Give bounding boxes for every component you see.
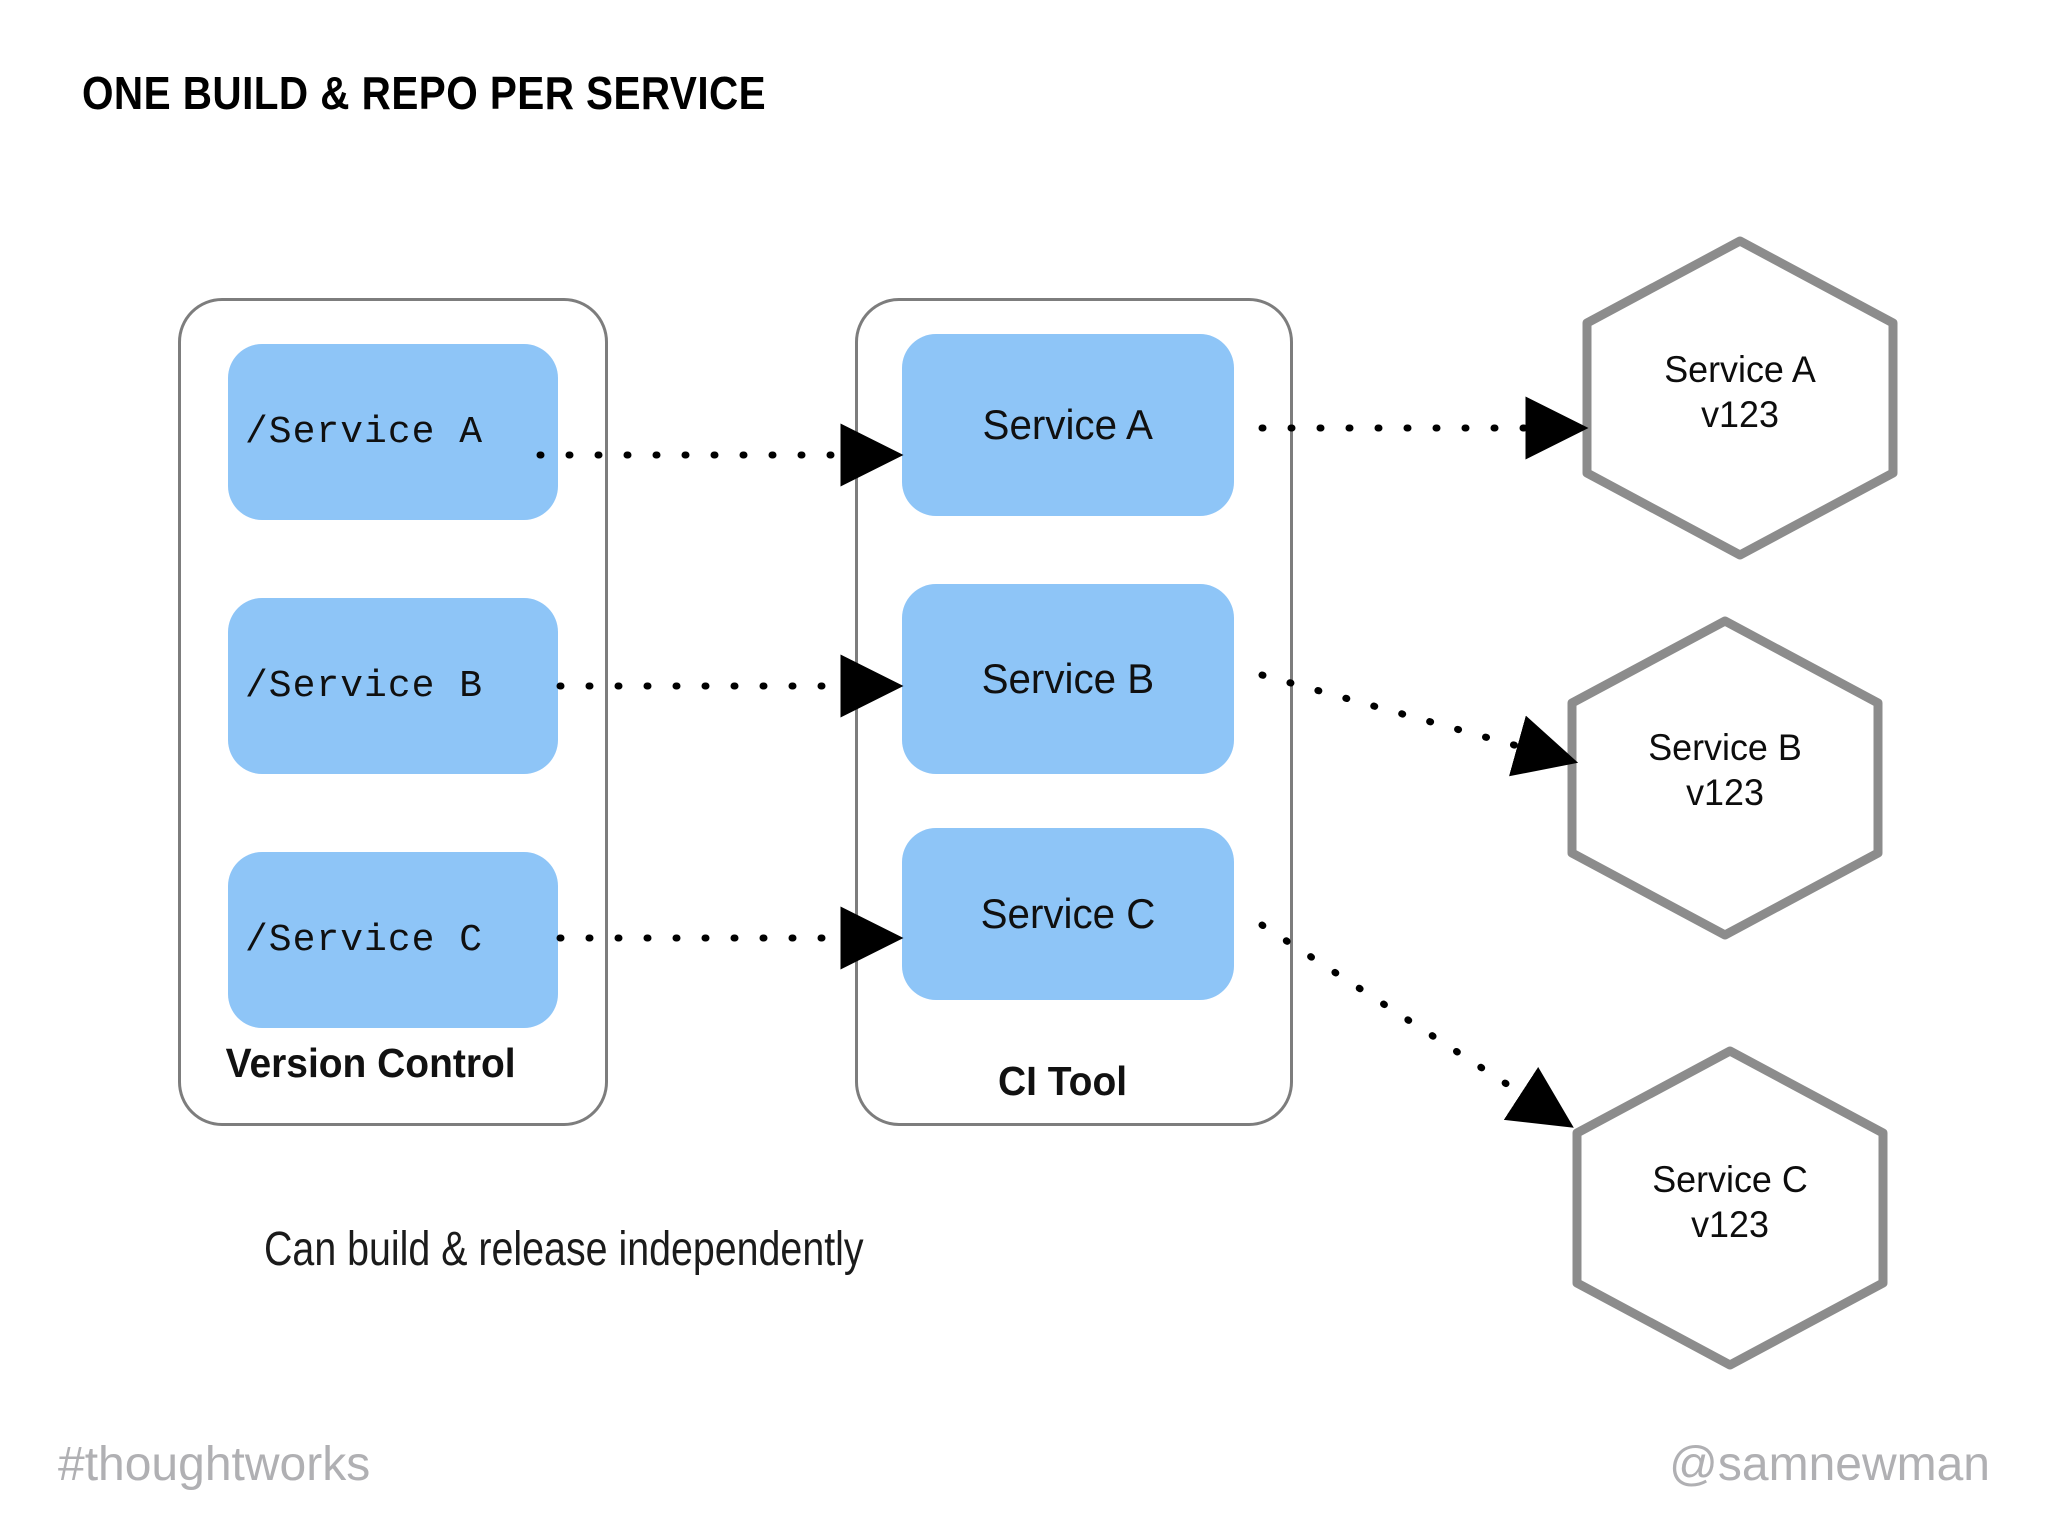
artifact-name-service-b: Service B [1648,727,1802,768]
repo-label-service-b: /Service B [245,664,484,708]
version-control-label: Version Control [225,1040,516,1086]
arrow-build-b-to-artifact-b [1258,671,1579,777]
artifact-name-service-a: Service A [1664,349,1816,390]
caption-text: Can build & release independently [264,1223,864,1276]
artifact-version-service-a: v123 [1701,394,1779,436]
hexagon-shape-icon [1572,1046,1888,1370]
ci-build-box-service-c[interactable]: Service C [902,828,1234,1000]
hexagon-shape-icon [1567,616,1883,940]
artifact-version-service-b: v123 [1686,772,1764,814]
ci-build-label-service-c: Service C [980,890,1156,937]
arrow-build-c-to-artifact-c [1258,921,1574,1128]
repo-box-service-c[interactable]: /Service C [228,852,558,1028]
artifact-hexagon-service-c[interactable]: Service C v123 [1565,1043,1895,1373]
ci-build-box-service-b[interactable]: Service B [902,584,1234,774]
page-title: ONE BUILD & REPO PER SERVICE [82,67,767,119]
ci-tool-label: CI Tool [998,1058,1128,1104]
repo-label-service-c: /Service C [245,918,484,962]
footer-hashtag: #thoughtworks [58,1438,371,1491]
artifact-label-service-b: Service B v123 [1565,725,1885,815]
ci-build-label-service-a: Service A [982,401,1154,448]
artifact-label-service-a: Service A v123 [1580,347,1900,437]
artifact-hexagon-service-b[interactable]: Service B v123 [1560,613,1890,943]
ci-build-label-service-b: Service B [981,655,1155,702]
artifact-version-service-c: v123 [1691,1204,1769,1246]
repo-box-service-b[interactable]: /Service B [228,598,558,774]
ci-build-box-service-a[interactable]: Service A [902,334,1234,516]
version-control-container [178,298,608,1126]
artifact-name-service-c: Service C [1652,1159,1808,1200]
repo-label-service-a: /Service A [245,410,484,454]
repo-box-service-a[interactable]: /Service A [228,344,558,520]
artifact-label-service-c: Service C v123 [1570,1157,1890,1247]
hexagon-shape-icon [1582,236,1898,560]
artifact-hexagon-service-a[interactable]: Service A v123 [1575,233,1905,563]
footer-handle: @samnewman [1669,1438,1990,1491]
